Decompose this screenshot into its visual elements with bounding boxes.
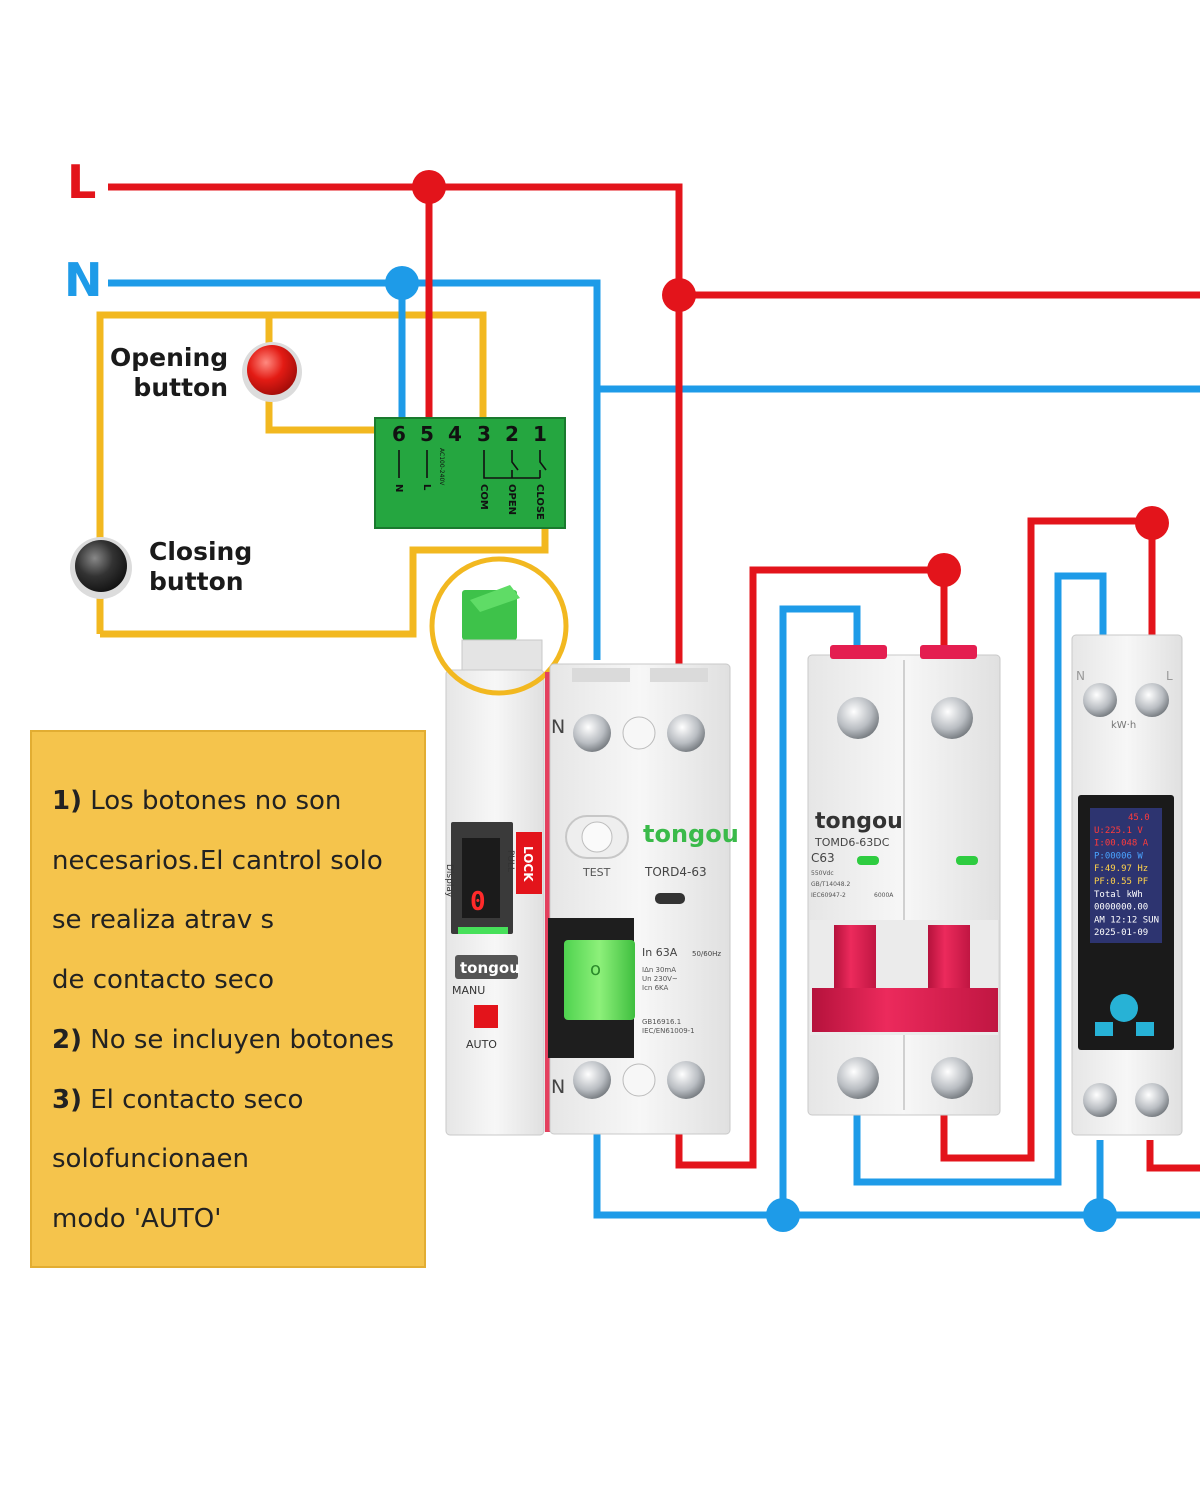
meter-screen-line: AM 12:12 SUN <box>1094 915 1159 925</box>
rcbo-freq: 50/60Hz <box>692 950 721 958</box>
note-line-5: 2) No se incluyen botones <box>52 1011 406 1071</box>
note-line-3: se realiza atrav s <box>52 891 406 951</box>
meter-screen-line: Total kWh <box>1094 890 1143 900</box>
rcbo-manu-label: MANU <box>452 984 485 997</box>
relay-label-l: L <box>421 484 432 491</box>
meter-screen-line: P:00006 W <box>1094 851 1143 861</box>
dc-mcb: tongou TOMD6-63DC C63 550VdcGB/T14048.2I… <box>807 645 1001 1116</box>
mcb-model: TOMD6-63DC <box>814 836 890 849</box>
mcb-brand: tongou <box>815 809 903 834</box>
rcbo-spec: Icn 6KA <box>642 984 668 992</box>
mcb-spec: 550Vdc <box>811 870 834 877</box>
relay-label-close: CLOSE <box>534 484 545 520</box>
rcbo-brand: tongou <box>643 820 739 848</box>
note-line-8: modo 'AUTO' <box>52 1190 406 1250</box>
rcbo-rating: In 63A <box>642 946 678 959</box>
rcbo-small-brand: tongou <box>460 959 520 977</box>
opening-button-label-line2: button <box>133 373 228 402</box>
notes-box: 1) Los botones no son necesarios.El cantr… <box>30 730 426 1268</box>
live-line-label: L <box>67 155 96 209</box>
mcb-spec: IEC60947-2 <box>811 892 846 899</box>
relay-terminal-3: 3 <box>477 422 491 446</box>
note-text: necesarios.El cantrol solo <box>52 845 383 876</box>
rcbo-model: TORD4-63 <box>644 865 707 879</box>
relay-label-com: COM <box>478 484 489 510</box>
rcbo-spec: IΔn 30mA <box>642 966 676 974</box>
rcbo-lock-label: LOCK <box>521 846 535 882</box>
closing-button-label: Closing button <box>149 537 253 597</box>
meter-l-label: L <box>1166 669 1173 683</box>
meter-n-label: N <box>1076 669 1085 683</box>
rcbo-test-label: TEST <box>582 866 611 879</box>
opening-button-label-line1: Opening <box>110 343 229 372</box>
meter-screen-line: U:225.1 V <box>1094 826 1143 836</box>
relay-label-n: N <box>393 484 404 492</box>
relay-terminal-4: 4 <box>448 422 462 446</box>
relay-terminal-5: 5 <box>420 422 434 446</box>
rcbo-standard: GB16916.1 <box>642 1018 681 1026</box>
note-number: 1) <box>52 786 82 816</box>
note-text: No se incluyen botones <box>81 1024 395 1055</box>
note-line-2: necesarios.El cantrol solo <box>52 832 406 892</box>
note-text: Los botones no son <box>81 786 342 816</box>
rcbo-digit: 0 <box>470 887 486 917</box>
note-text: modo 'AUTO' <box>52 1203 222 1234</box>
opening-button-icon <box>242 342 302 402</box>
meter-screen-line: 45.0 <box>1128 813 1150 823</box>
rcbo-spec: Un 230V~ <box>642 975 678 983</box>
rcbo-standard: IEC/EN61009-1 <box>642 1027 695 1035</box>
rcbo-n-bottom: N <box>551 1076 565 1098</box>
closing-button-icon <box>70 537 132 599</box>
neutral-wires <box>108 279 1200 1219</box>
relay-terminal-6: 6 <box>392 422 406 446</box>
relay-rating: AC100-240V <box>438 448 445 486</box>
note-text: El contacto seco <box>81 1084 304 1115</box>
dry-contact-highlight <box>429 556 569 696</box>
note-number: 2) <box>52 1024 82 1055</box>
meter-unit: kW·h <box>1111 720 1136 731</box>
junction-dots <box>385 170 1169 1232</box>
closing-button-label-line1: Closing <box>149 537 253 566</box>
rcbo-auto-label: AUTO <box>466 1038 497 1051</box>
meter-screen-line: F:49.97 Hz <box>1094 864 1148 874</box>
relay-terminal-1: 1 <box>533 422 547 446</box>
rcbo-handle-on: o <box>590 959 601 980</box>
relay-terminal-2: 2 <box>505 422 519 446</box>
energy-meter: N L kW·h 45.0U:225.1 V I:00.048 A P:00006 … <box>1071 634 1183 1136</box>
note-line-7: solofuncionaen <box>52 1130 406 1190</box>
relay-label-open: OPEN <box>506 484 517 515</box>
note-line-4: de contacto seco <box>52 951 406 1011</box>
meter-screen-line: I:00.048 A <box>1094 839 1149 849</box>
note-line-1: 1) Los botones no son <box>52 772 406 832</box>
note-text: de contacto seco <box>52 965 274 996</box>
note-number: 3) <box>52 1084 82 1115</box>
note-text: solofuncionaen <box>52 1144 250 1175</box>
rcbo-display-label: Display <box>444 864 454 898</box>
mcb-capacity: 6000A <box>874 892 894 899</box>
neutral-line-label: N <box>64 253 103 307</box>
meter-screen-line: PF:0.55 PF <box>1094 877 1148 887</box>
rcbo-pull-label: PULL <box>505 850 515 872</box>
note-text: se realiza atrav s <box>52 905 275 936</box>
meter-screen-line: 0000000.00 <box>1094 903 1148 913</box>
closing-button-label-line2: button <box>149 567 244 596</box>
meter-screen-line: 2025-01-09 <box>1094 928 1148 938</box>
mcb-curve: C63 <box>811 851 835 865</box>
mcb-spec: GB/T14048.2 <box>811 881 850 888</box>
note-line-6: 3) El contacto seco <box>52 1071 406 1131</box>
rcbo-n-top: N <box>551 716 565 738</box>
smart-rcbo: 0 LOCK PULL Display tongou MANU AUTO N T… <box>429 556 739 1136</box>
opening-button-label: Opening button <box>110 343 228 403</box>
